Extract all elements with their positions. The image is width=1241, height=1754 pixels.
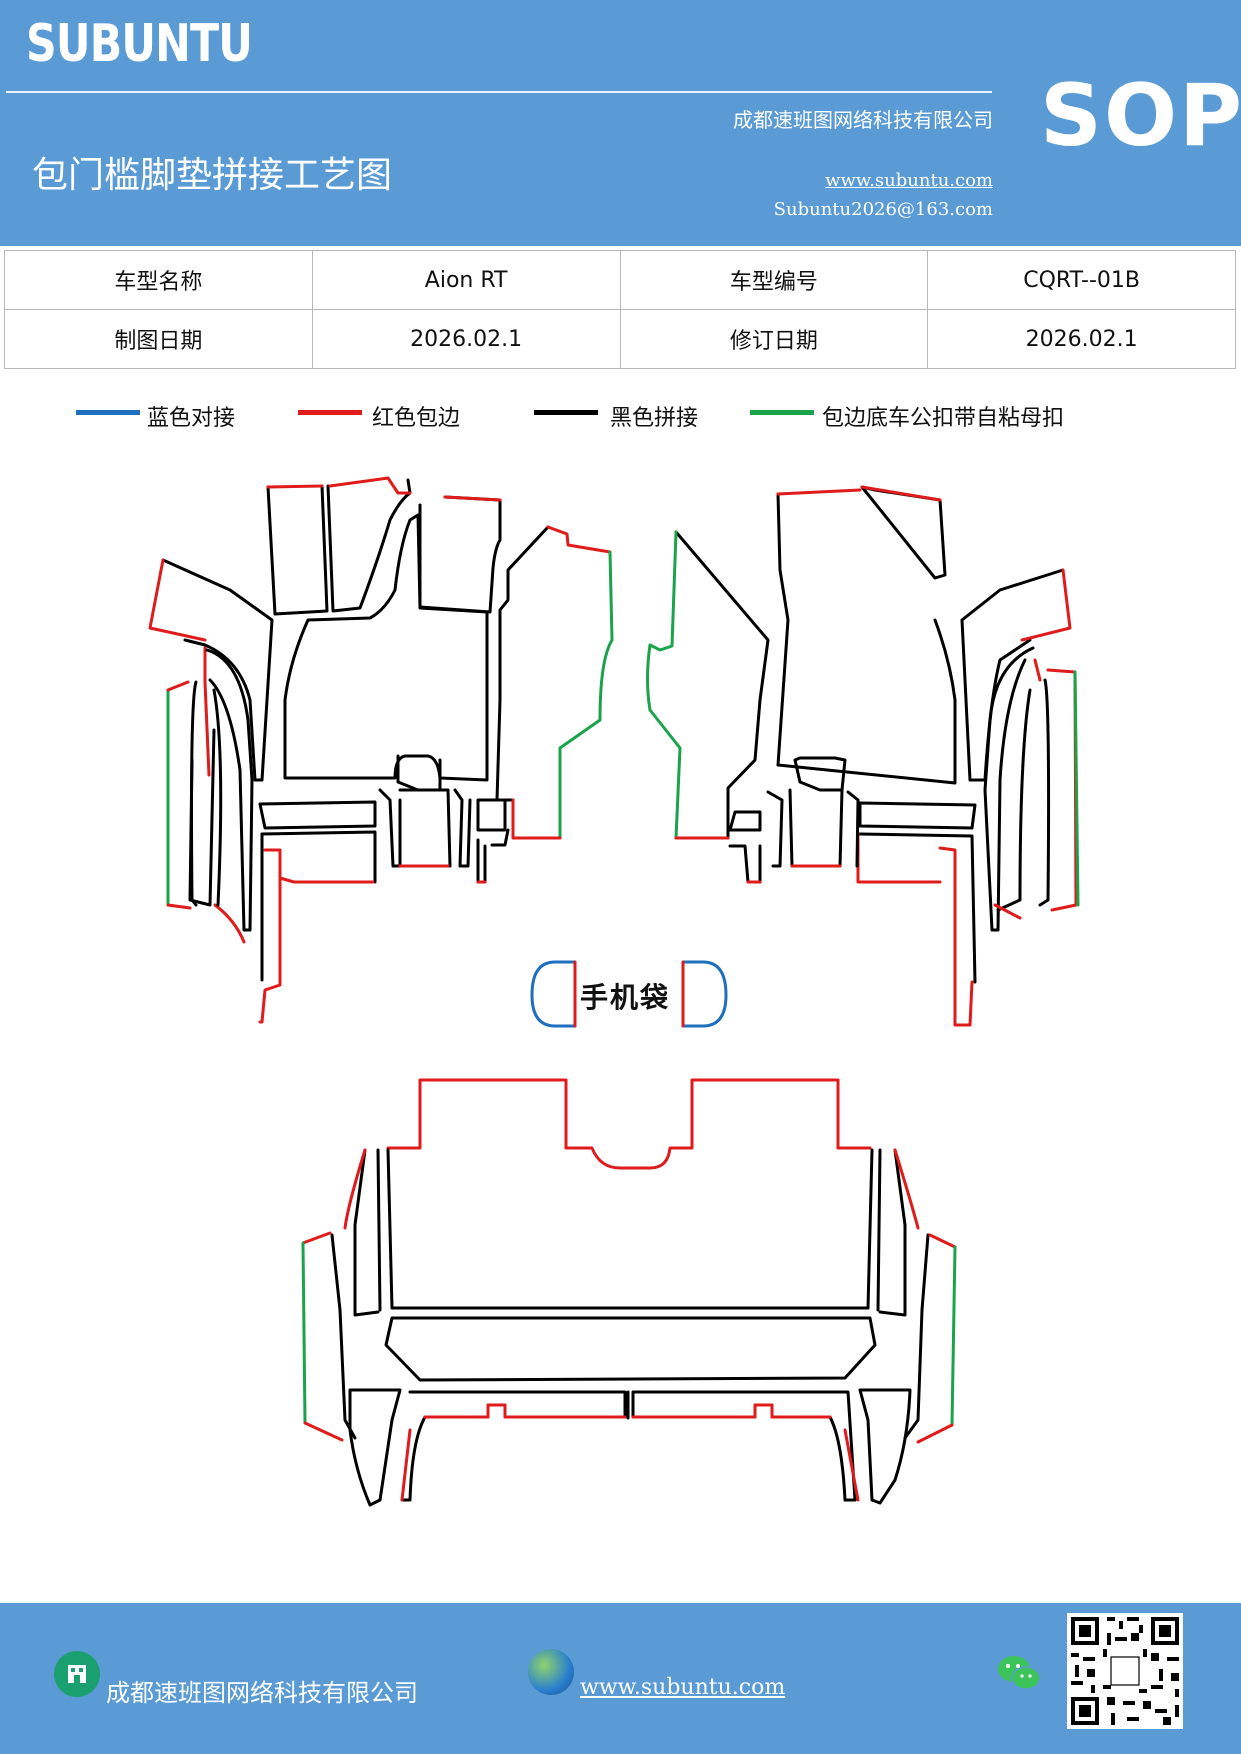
legend-swatch-green xyxy=(750,410,814,415)
brand-logo: SUBUNTU xyxy=(26,14,253,74)
header-website-link[interactable]: www.subuntu.com xyxy=(825,170,993,191)
model-code-value: CQRT--01B xyxy=(927,250,1236,310)
revision-date-value: 2026.02.1 xyxy=(927,309,1236,369)
legend: 蓝色对接 红色包边 黑色拼接 包边底车公扣带自粘母扣 xyxy=(0,400,1241,440)
document-title: 包门槛脚垫拼接工艺图 xyxy=(32,155,393,196)
right-front-mat xyxy=(646,485,1080,1027)
drawing-date-value: 2026.02.1 xyxy=(311,309,621,369)
sop-badge: SOP xyxy=(1040,66,1241,166)
qr-code[interactable] xyxy=(1067,1613,1183,1729)
globe-icon xyxy=(528,1649,574,1695)
header-company: 成都速班图网络科技有限公司 xyxy=(733,108,993,132)
wechat-icon[interactable] xyxy=(996,1653,1042,1693)
vehicle-info-table: 车型名称 Aion RT 车型编号 CQRT--01B 制图日期 2026.02… xyxy=(4,250,1236,369)
legend-swatch-blue xyxy=(76,410,140,415)
model-name-label: 车型名称 xyxy=(4,250,313,310)
model-code-label: 车型编号 xyxy=(619,250,929,310)
revision-date-label: 修订日期 xyxy=(619,309,929,369)
rear-mat xyxy=(301,1078,957,1507)
header-divider xyxy=(6,91,992,93)
legend-label-red: 红色包边 xyxy=(372,406,461,431)
phone-pocket-label: 手机袋 xyxy=(580,981,671,1014)
table-row: 车型名称 Aion RT 车型编号 CQRT--01B xyxy=(4,250,1236,310)
legend-swatch-black xyxy=(534,410,598,415)
footer-banner: 成都速班图网络科技有限公司 www.subuntu.com xyxy=(0,1603,1241,1754)
table-row: 制图日期 2026.02.1 修订日期 2026.02.1 xyxy=(4,309,1236,369)
legend-label-green: 包边底车公扣带自粘母扣 xyxy=(822,406,1065,431)
phone-pocket xyxy=(530,960,728,1028)
legend-label-black: 黑色拼接 xyxy=(610,406,699,431)
header-email: Subuntu2026@163.com xyxy=(773,199,993,220)
building-icon xyxy=(54,1651,100,1697)
footer-website-link[interactable]: www.subuntu.com xyxy=(580,1675,786,1700)
footer-company: 成都速班图网络科技有限公司 xyxy=(106,1679,418,1707)
legend-label-blue: 蓝色对接 xyxy=(147,406,236,431)
legend-swatch-red xyxy=(298,410,362,415)
header-banner: SUBUNTU 成都速班图网络科技有限公司 包门槛脚垫拼接工艺图 www.sub… xyxy=(0,0,1241,246)
left-front-mat xyxy=(148,476,614,1024)
model-name-value: Aion RT xyxy=(311,250,621,310)
drawing-date-label: 制图日期 xyxy=(4,309,313,369)
